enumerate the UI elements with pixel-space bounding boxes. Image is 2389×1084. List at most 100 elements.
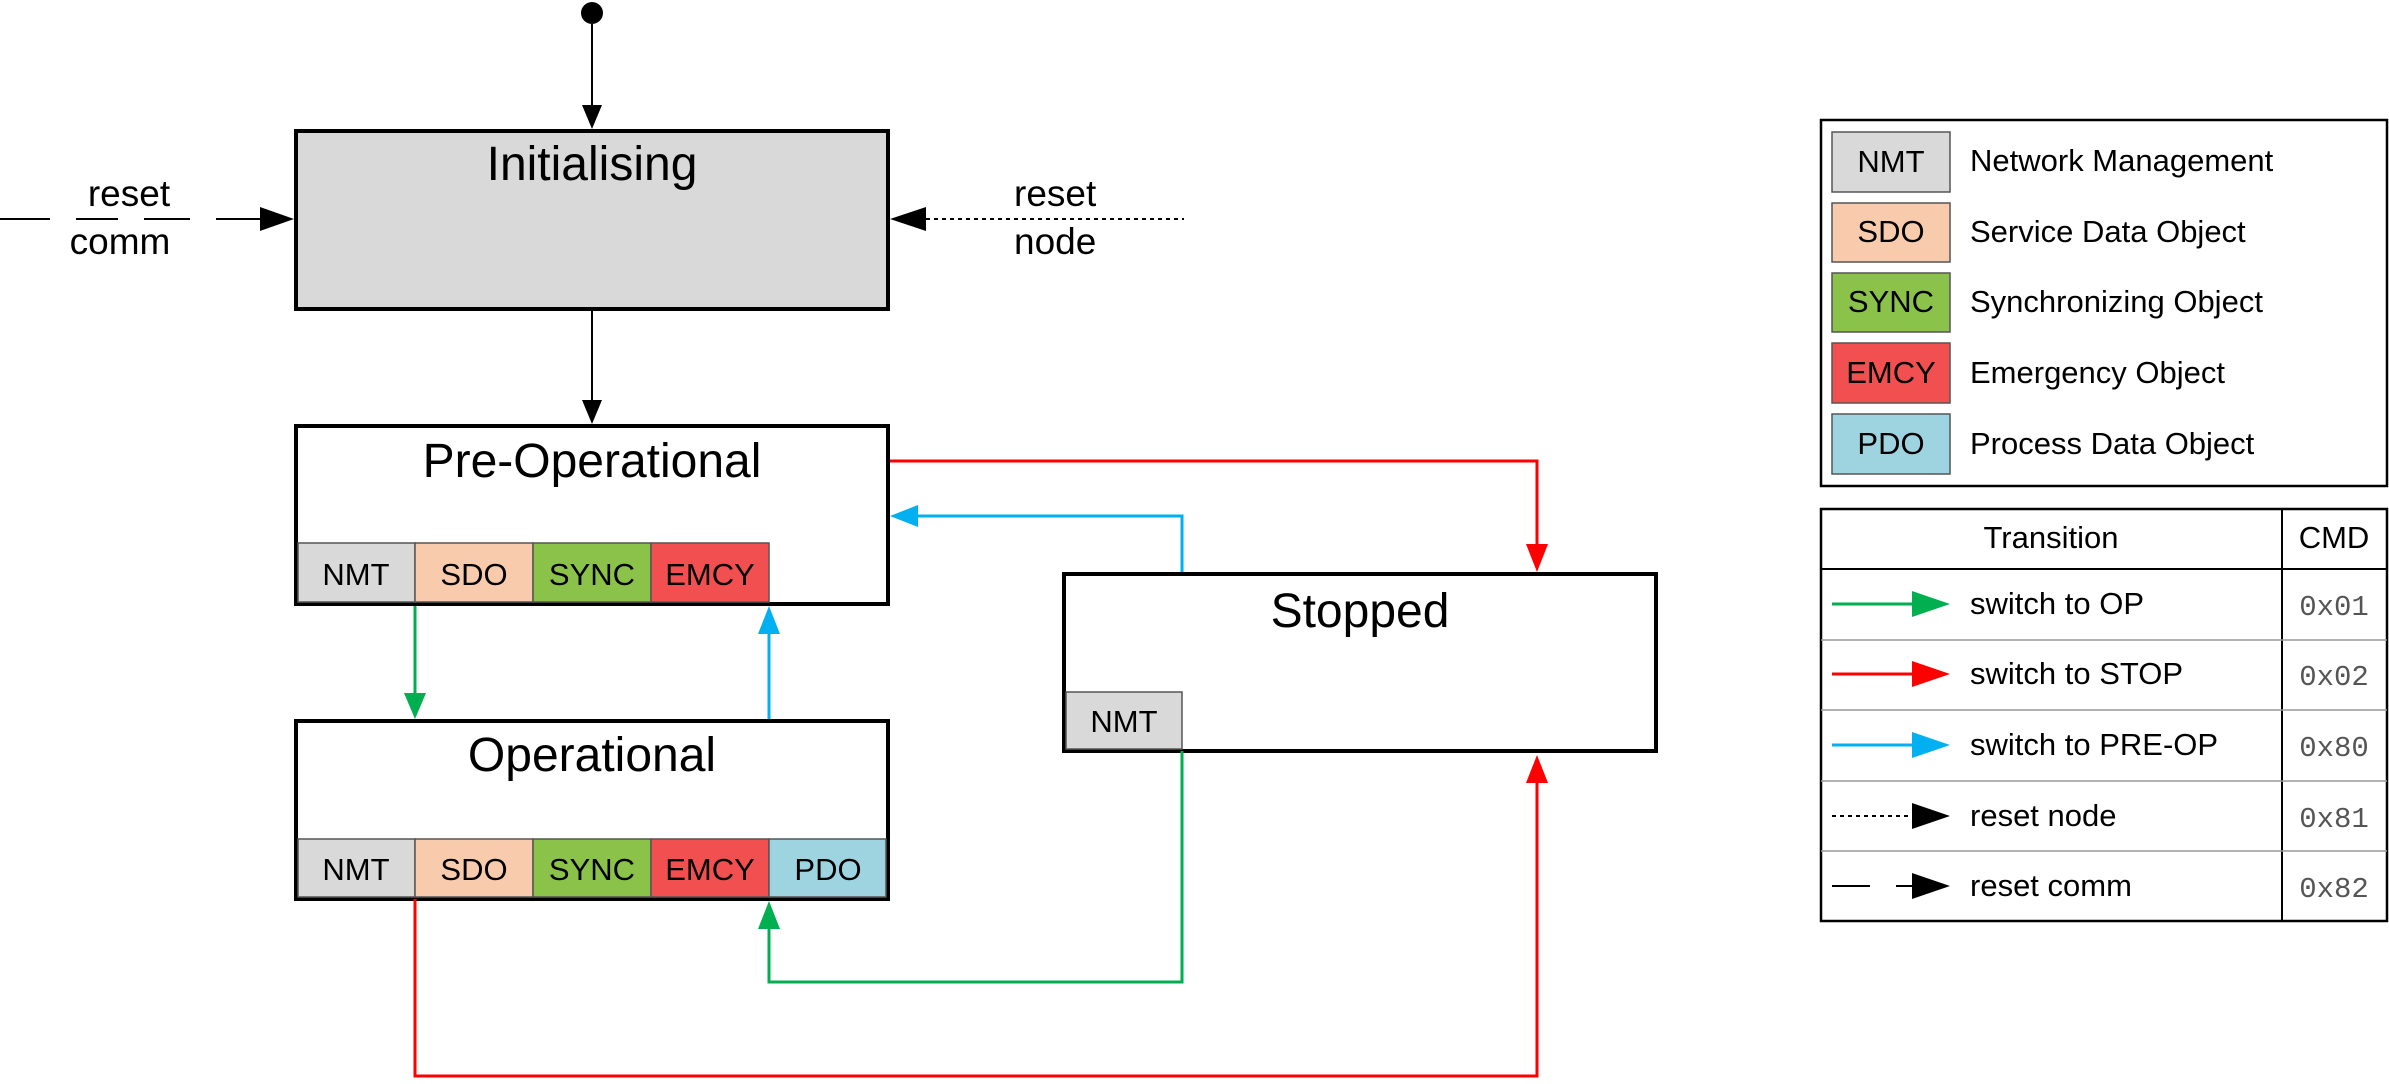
- object-label: PDO: [794, 852, 861, 887]
- object-label: EMCY: [665, 557, 755, 592]
- legend-swatch: [1831, 272, 1951, 333]
- table-transition-name: switch to OP: [1970, 586, 2144, 621]
- transition-op-to-stopped: [413, 755, 1548, 1078]
- legend-swatch: [1831, 342, 1951, 404]
- legend-swatch: [1831, 413, 1951, 475]
- table-cmd-value: 0x82: [2299, 873, 2369, 906]
- table-row-switch-to-stop: switch to STOP 0x02: [1832, 656, 2369, 694]
- legend-item-pdo: PDO Process Data Object: [1831, 413, 2255, 475]
- object-cell-sync: [532, 542, 652, 603]
- table-cmd-value: 0x02: [2299, 661, 2369, 694]
- transition-reset-comm: reset comm: [0, 173, 294, 262]
- arrowhead: [404, 693, 426, 719]
- arrowhead: [582, 400, 602, 424]
- table-transition-name: reset comm: [1970, 868, 2132, 903]
- object-cell-nmt: [1065, 691, 1183, 750]
- transition-init-to-preop: [582, 311, 602, 424]
- object-label: NMT: [322, 852, 389, 887]
- object-label: SDO: [440, 852, 507, 887]
- legend-item-sync: SYNC Synchronizing Object: [1831, 272, 2263, 333]
- reset-node-label-bottom: node: [1014, 221, 1096, 262]
- legend-name: Synchronizing Object: [1970, 284, 2263, 319]
- state-pre-operational: Pre-Operational NMT SDO SYNC EMCY: [294, 424, 890, 606]
- legend-name: Emergency Object: [1970, 355, 2225, 390]
- reset-comm-label-bottom: comm: [70, 221, 171, 262]
- transition-reset-node: reset node: [890, 173, 1184, 262]
- object-cell-sdo: [414, 838, 534, 898]
- arrowhead: [890, 505, 918, 527]
- object-label: NMT: [322, 557, 389, 592]
- object-label: SYNC: [549, 557, 635, 592]
- object-cell-emcy: [650, 542, 770, 603]
- object-label: SYNC: [549, 852, 635, 887]
- object-label: SDO: [440, 557, 507, 592]
- object-label: EMCY: [665, 852, 755, 887]
- transition-op-to-preop: [758, 606, 780, 719]
- arrowhead: [1912, 661, 1950, 687]
- legend-swatch: [1831, 202, 1951, 263]
- arrowhead: [1526, 544, 1548, 572]
- object-label: NMT: [1090, 704, 1157, 739]
- state-initialising: Initialising: [294, 129, 890, 311]
- arrowhead: [582, 105, 602, 129]
- table-row-reset-node: reset node 0x81: [1832, 798, 2369, 836]
- state-label: Operational: [468, 729, 716, 782]
- table-header-transition: Transition: [1984, 520, 2119, 555]
- arrowhead: [1912, 873, 1950, 899]
- reset-node-label-top: reset: [1014, 173, 1097, 214]
- table-header-cmd: CMD: [2299, 520, 2370, 555]
- transition-preop-to-stopped: [890, 459, 1548, 572]
- state-box: [294, 129, 890, 311]
- arrowhead: [1912, 732, 1950, 758]
- arrowhead: [758, 901, 780, 929]
- legend-item-sdo: SDO Service Data Object: [1831, 202, 2246, 263]
- arrowhead: [1912, 591, 1950, 617]
- legend-name: Process Data Object: [1970, 426, 2255, 461]
- table-cmd-value: 0x01: [2299, 591, 2369, 624]
- legend-swatch: [1831, 131, 1951, 193]
- arrowhead: [758, 606, 780, 634]
- object-cell-pdo: [768, 838, 887, 898]
- table-cmd-value: 0x80: [2299, 732, 2369, 765]
- object-cells: NMT SDO SYNC EMCY PDO: [297, 838, 887, 898]
- legend-abbr: SDO: [1857, 214, 1924, 249]
- state-label: Pre-Operational: [423, 435, 762, 488]
- object-cell-nmt: [297, 838, 416, 898]
- table-transition-name: switch to PRE-OP: [1970, 727, 2218, 762]
- transition-stopped-to-preop: [890, 505, 1184, 572]
- legend-abbr: EMCY: [1846, 355, 1936, 390]
- state-label: Stopped: [1271, 585, 1450, 638]
- state-operational: Operational NMT SDO SYNC EMCY PDO: [294, 719, 890, 901]
- table-transition-name: switch to STOP: [1970, 656, 2183, 691]
- arrowhead: [890, 207, 926, 231]
- transition-table: Transition CMD switch to OP 0x01 switch …: [1819, 507, 2389, 923]
- legend-name: Service Data Object: [1970, 214, 2246, 249]
- legend-item-emcy: EMCY Emergency Object: [1831, 342, 2225, 404]
- object-cell-nmt: [297, 542, 416, 603]
- state-stopped: Stopped NMT: [1062, 572, 1658, 753]
- table-row-reset-comm: reset comm 0x82: [1832, 868, 2369, 906]
- arrowhead: [1526, 755, 1548, 783]
- object-legend: NMT Network Management SDO Service Data …: [1819, 118, 2389, 488]
- legend-abbr: PDO: [1857, 426, 1924, 461]
- table-cmd-value: 0x81: [2299, 803, 2369, 836]
- transition-power-on: [582, 24, 602, 129]
- transition-stopped-to-op: [758, 751, 1184, 984]
- legend-abbr: NMT: [1857, 144, 1924, 179]
- legend-item-nmt: NMT Network Management: [1831, 131, 2274, 193]
- arrowhead: [260, 207, 294, 231]
- legend-abbr: SYNC: [1848, 284, 1934, 319]
- initial-state-dot: [581, 2, 603, 24]
- object-cell-sync: [532, 838, 652, 898]
- table-row-switch-to-op: switch to OP 0x01: [1832, 586, 2369, 624]
- transition-preop-to-op: [404, 606, 426, 719]
- table-row-switch-to-preop: switch to PRE-OP 0x80: [1832, 727, 2369, 765]
- state-label: Initialising: [487, 138, 698, 191]
- reset-comm-label-top: reset: [88, 173, 171, 214]
- object-cells: NMT SDO SYNC EMCY: [297, 542, 770, 603]
- arrowhead: [1912, 803, 1950, 829]
- legend-name: Network Management: [1970, 143, 2274, 178]
- table-transition-name: reset node: [1970, 798, 2117, 833]
